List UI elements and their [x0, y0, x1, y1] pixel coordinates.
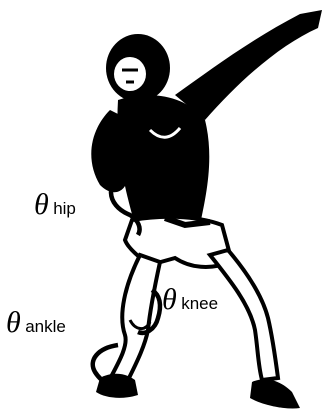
theta-symbol: θ [6, 306, 21, 339]
front-leg [112, 255, 160, 380]
torso [117, 95, 209, 225]
theta-symbol: θ [34, 188, 49, 221]
theta-symbol: θ [162, 283, 177, 316]
label-knee: θ knee [162, 285, 218, 315]
label-hip-name: hip [53, 199, 76, 218]
face [114, 57, 146, 91]
label-ankle: θ ankle [6, 308, 66, 338]
throwing-arm [175, 10, 322, 120]
label-ankle-name: ankle [25, 317, 66, 336]
label-knee-name: knee [181, 294, 218, 313]
back-shoe [250, 379, 300, 408]
label-hip: θ hip [34, 190, 76, 220]
back-leg [210, 250, 278, 380]
